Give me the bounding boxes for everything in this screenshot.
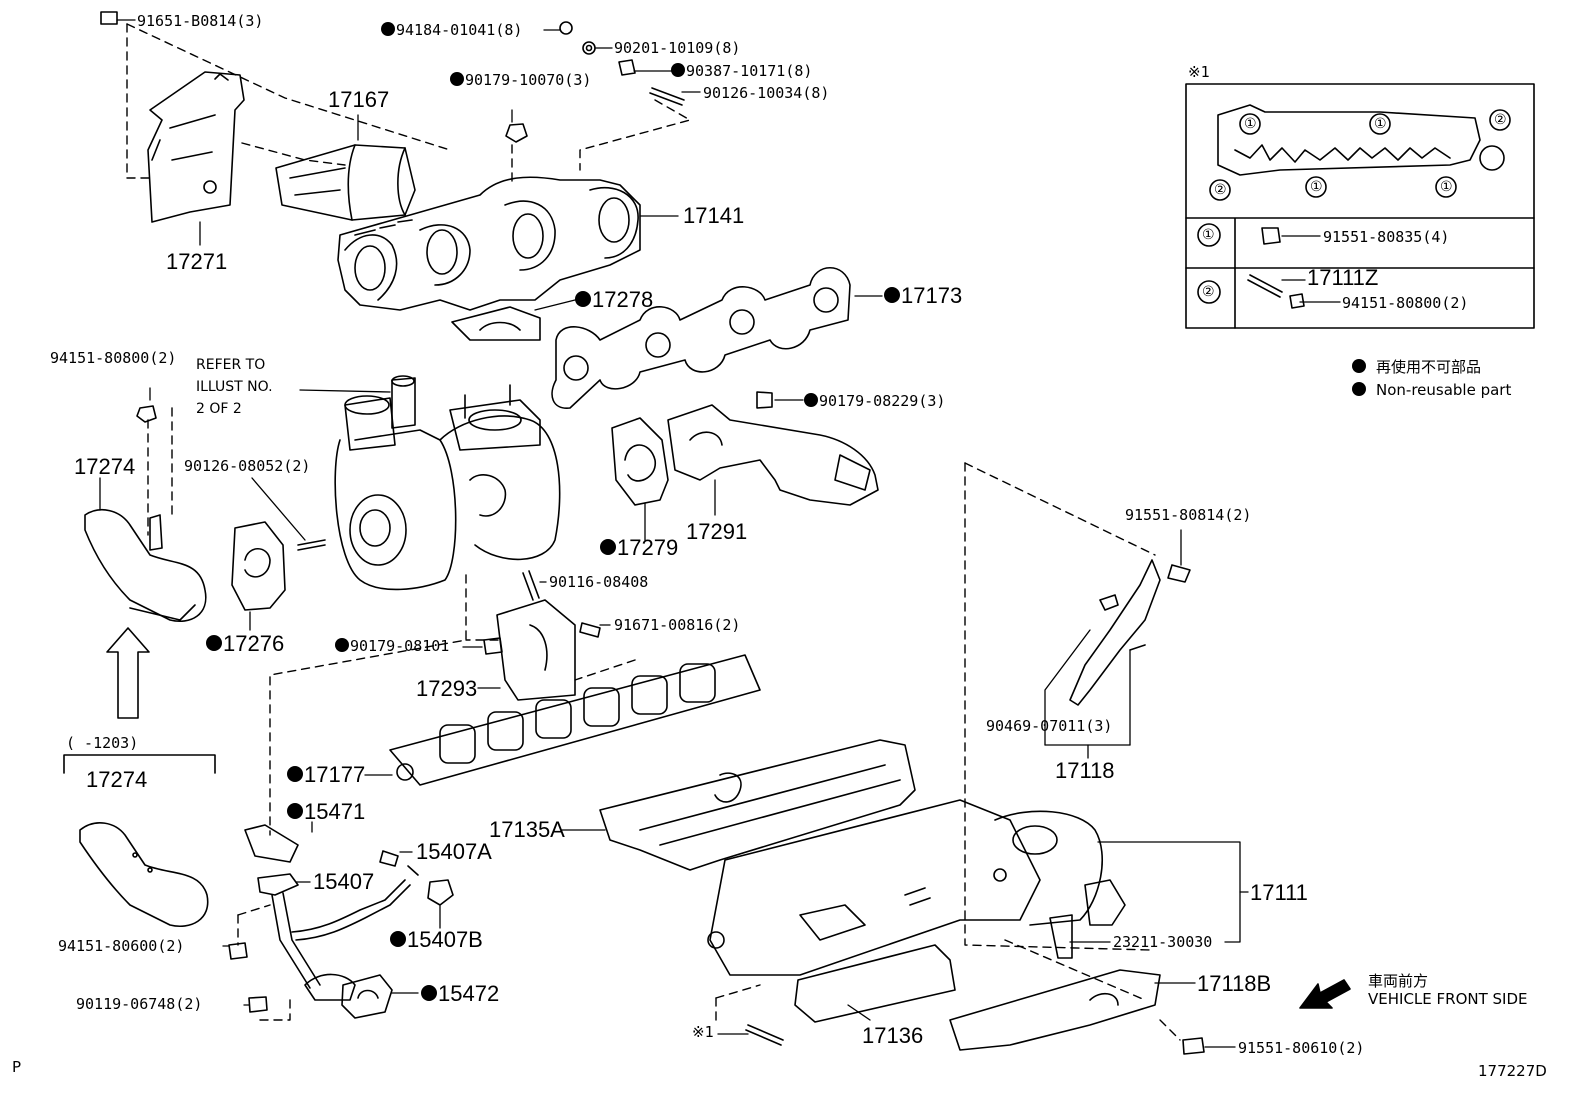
label-15407: 15407 bbox=[313, 869, 375, 894]
legend-en: Non-reusable part bbox=[1352, 381, 1511, 399]
corner-letter: P bbox=[12, 1058, 22, 1076]
stud-90126-08052 bbox=[297, 539, 326, 551]
figure-id: 177227D bbox=[1478, 1062, 1547, 1080]
intake-hose-17274-lower bbox=[79, 822, 209, 927]
refer-note: REFER TO ILLUST NO. 2 OF 2 bbox=[196, 357, 273, 417]
inset-row2-key: ② bbox=[1202, 284, 1215, 300]
label-94184-01041: 94184-01041(8) bbox=[381, 22, 522, 38]
front-side-en: VEHICLE FRONT SIDE bbox=[1368, 990, 1528, 1008]
gasket-mark-1d: ① bbox=[1440, 179, 1453, 195]
label-91671-00816: 91671-00816(2) bbox=[614, 616, 741, 634]
label-15471: 15471 bbox=[287, 800, 365, 824]
label-17291: 17291 bbox=[686, 519, 748, 544]
label-17274-lower: 17274 bbox=[86, 767, 148, 792]
exhaust-manifold-17141 bbox=[337, 176, 641, 311]
label-15407A: 15407A bbox=[416, 839, 492, 864]
label-91551-80814: 91551-80814(2) bbox=[1125, 506, 1252, 524]
label-90179-08229: 90179-08229(3) bbox=[804, 393, 945, 409]
label-17111Z: 17111Z bbox=[1307, 265, 1379, 290]
gasket-15471 bbox=[244, 824, 299, 863]
label-17293: 17293 bbox=[416, 676, 478, 701]
label-94151-80800-inset: 94151-80800(2) bbox=[1342, 294, 1469, 312]
label-17136: 17136 bbox=[862, 1023, 924, 1048]
insulator-17118B bbox=[949, 969, 1161, 1051]
gasket-17173 bbox=[551, 267, 851, 409]
inset-row1-key: ① bbox=[1202, 227, 1215, 243]
part-15407B bbox=[427, 879, 454, 906]
label-90126-08052: 90126-08052(2) bbox=[184, 457, 311, 475]
bracket-17293 bbox=[496, 599, 576, 701]
inset-box bbox=[1185, 83, 1535, 329]
label-17141: 17141 bbox=[683, 203, 745, 228]
front-side-jp: 車両前方 bbox=[1368, 972, 1429, 990]
gasket-17177 bbox=[389, 654, 761, 786]
gasket-17279 bbox=[611, 417, 669, 506]
label-90201-10109: 90201-10109(8) bbox=[614, 39, 741, 57]
label-91551-80835: 91551-80835(4) bbox=[1323, 228, 1450, 246]
label-90469-07011: 90469-07011(3) bbox=[986, 717, 1113, 735]
label-15472: 15472 bbox=[421, 982, 499, 1006]
insulator-17136 bbox=[794, 944, 956, 1023]
bolt-icons bbox=[100, 11, 1205, 1055]
intake-manifold-17135A bbox=[599, 739, 916, 871]
label-94151-80600: 94151-80600(2) bbox=[58, 937, 185, 955]
gasket-mark-1c: ① bbox=[1310, 179, 1323, 195]
date-range: ( -1203) bbox=[66, 734, 139, 752]
label-17111: 17111 bbox=[1250, 880, 1308, 905]
label-17118: 17118 bbox=[1055, 758, 1115, 783]
label-17118B: 17118B bbox=[1197, 971, 1272, 996]
vehicle-front-arrow-icon bbox=[1299, 979, 1351, 1009]
label-17173: 17173 bbox=[884, 284, 962, 308]
gasket-mark-1b: ① bbox=[1374, 116, 1387, 132]
label-90119-06748: 90119-06748(2) bbox=[76, 995, 203, 1013]
gasket-mark-1a: ① bbox=[1244, 116, 1257, 132]
label-90126-10034: 90126-10034(8) bbox=[703, 84, 830, 102]
label-17177: 17177 bbox=[287, 763, 365, 787]
label-90116-08408: 90116-08408 bbox=[549, 573, 649, 591]
label-94151-80800: 94151-80800(2) bbox=[50, 349, 177, 367]
label-90179-08101: 90179-08101 bbox=[335, 638, 449, 654]
exhaust-pipe-17291 bbox=[667, 404, 879, 506]
label-17274-upper: 17274 bbox=[74, 454, 136, 479]
gasket-mark-2a: ② bbox=[1494, 112, 1507, 128]
inset-mark: ※1 bbox=[1188, 63, 1210, 81]
label-17279: 17279 bbox=[600, 536, 678, 560]
label-23211-30030: 23211-30030 bbox=[1113, 933, 1213, 951]
gasket-17278 bbox=[451, 306, 541, 341]
label-17135A: 17135A bbox=[489, 817, 565, 842]
heat-insulator-17167 bbox=[275, 144, 416, 221]
bracket-17118 bbox=[1069, 559, 1161, 706]
label-17278: 17278 bbox=[575, 288, 653, 312]
label-91551-80610: 91551-80610(2) bbox=[1238, 1039, 1365, 1057]
gasket-17276 bbox=[231, 521, 286, 611]
intake-hose-17274-upper bbox=[84, 509, 207, 622]
label-15407B: 15407B bbox=[390, 928, 483, 952]
legend-jp: 再使用不可部品 bbox=[1352, 356, 1481, 377]
egr-cooler-17111 bbox=[707, 799, 1126, 976]
label-17276: 17276 bbox=[206, 632, 284, 656]
gasket-15472 bbox=[341, 974, 393, 1019]
turbocharger bbox=[334, 375, 561, 591]
gasket-mark-2b: ② bbox=[1214, 182, 1227, 198]
sensor-23211-30030 bbox=[1049, 914, 1073, 959]
heat-insulator-17271 bbox=[147, 71, 245, 223]
up-arrow-icon bbox=[106, 627, 150, 719]
label-90179-10070: 90179-10070(3) bbox=[450, 72, 591, 88]
stud-mark: ※1 bbox=[692, 1023, 714, 1041]
pipe-15407 bbox=[257, 873, 411, 1001]
label-17271: 17271 bbox=[166, 249, 228, 274]
label-90387-10171: 90387-10171(8) bbox=[671, 63, 812, 79]
label-17167: 17167 bbox=[328, 87, 390, 112]
label-91651-B0814: 91651-B0814(3) bbox=[137, 12, 264, 30]
